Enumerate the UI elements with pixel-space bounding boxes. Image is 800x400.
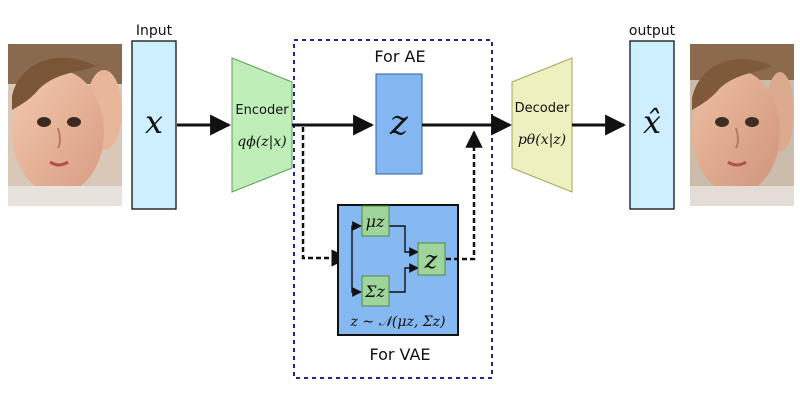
encoder-block	[231, 57, 293, 193]
input-label: Input	[136, 23, 173, 39]
latent-z-box	[375, 73, 423, 175]
sampled-z-box	[417, 242, 446, 276]
vae-internal-connectors	[351, 221, 419, 297]
sampled-z-symbol: z	[424, 246, 438, 274]
encoder-formula: qϕ(z|x)	[237, 134, 286, 150]
mu-symbol: μz	[366, 212, 385, 231]
sampling-formula: z ∼ 𝒩(μz, Σz)	[350, 314, 446, 330]
encoder-title: Encoder	[235, 103, 289, 118]
output-label: output	[629, 23, 676, 39]
latent-z-symbol: z	[389, 103, 409, 143]
output-x-hat-symbol: x̂	[643, 103, 661, 141]
dashed-path-vae-to-decoder	[446, 130, 483, 261]
decoder-title: Decoder	[515, 101, 570, 116]
sigma-symbol: Σz	[364, 282, 385, 301]
input-x-symbol: x	[145, 103, 163, 141]
dashed-path-encoder-to-vae	[301, 127, 349, 267]
mu-box	[361, 205, 390, 237]
input-face-image	[8, 44, 122, 206]
for-vae-label: For VAE	[369, 345, 430, 364]
for-ae-label: For AE	[374, 47, 425, 66]
output-box	[629, 40, 675, 210]
decoder-formula: pθ(x|z)	[518, 132, 566, 148]
decoder-block	[511, 57, 573, 193]
sigma-box	[361, 275, 390, 307]
model-region-dashed-border	[293, 39, 493, 379]
output-face-image	[690, 44, 794, 206]
input-box	[131, 40, 177, 210]
